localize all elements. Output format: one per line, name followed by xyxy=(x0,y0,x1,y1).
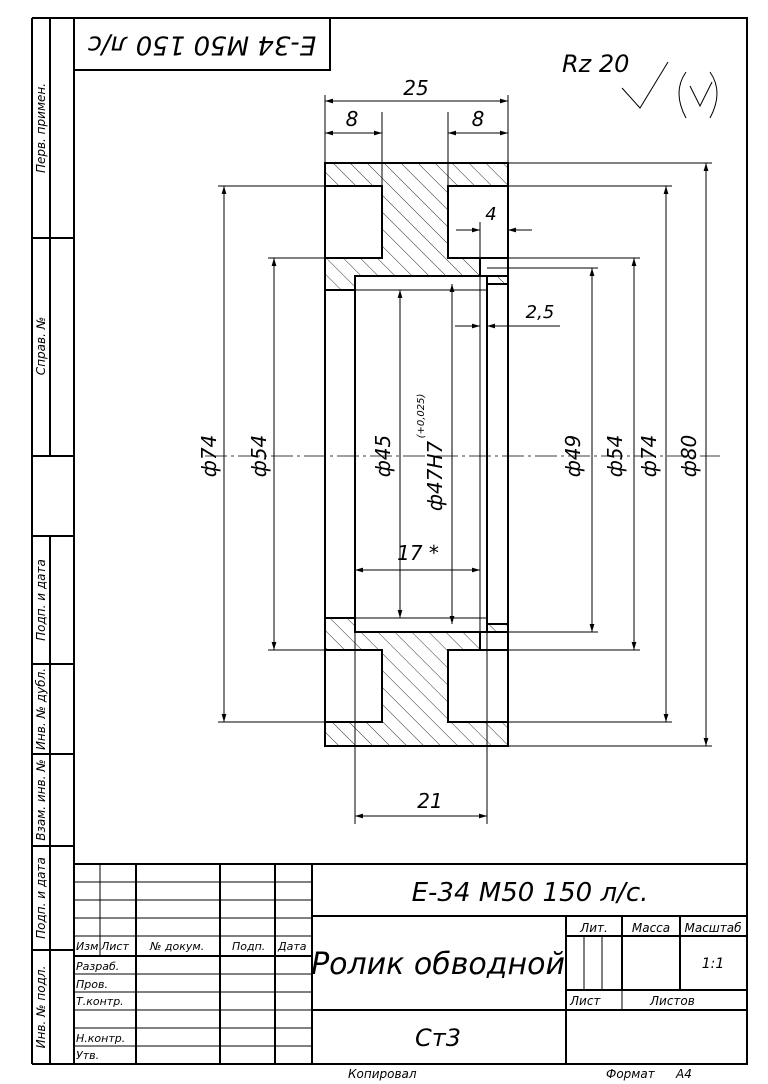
stamp-podp-data-1: Подп. и дата xyxy=(34,559,48,641)
top-stamp-text: Е-34 М50 150 л/с xyxy=(88,30,317,60)
roughness-mark: Rz 20 xyxy=(562,50,718,119)
dim-d45: ф45 xyxy=(371,435,395,478)
stamp-sprav-no: Справ. № xyxy=(34,317,48,375)
lbl-sheets: Листов xyxy=(649,994,695,1008)
paren-left-icon xyxy=(678,71,687,119)
dim-21: 21 xyxy=(417,789,442,813)
dim-4: 4 xyxy=(485,204,496,225)
dim-d54-left: ф54 xyxy=(247,435,271,478)
part-name: Ролик обводной xyxy=(311,947,565,982)
designation: Е-34 М50 150 л/с. xyxy=(412,878,649,908)
roughness-check-icon xyxy=(621,61,669,109)
lbl-lit: Лит. xyxy=(579,921,608,935)
stamp-vzam-inv: Взам. инв. № xyxy=(34,759,48,840)
top-stamp: Е-34 М50 150 л/с xyxy=(73,17,331,71)
dim-d80: ф80 xyxy=(677,435,701,478)
footer-format-label: Формат xyxy=(606,1067,656,1081)
material: Ст3 xyxy=(415,1024,461,1052)
lbl-masshtab: Масштаб xyxy=(684,921,742,935)
side-stamp-column: Перв. примен. Справ. № Подп. и дата Инв.… xyxy=(31,17,74,1065)
drawing-frame xyxy=(73,17,748,1065)
dim-25: 25 xyxy=(403,76,428,100)
section-hatch-top xyxy=(324,162,509,291)
dim-d74-right: ф74 xyxy=(637,435,661,478)
section-hatch-bottom xyxy=(324,617,509,747)
dim-d74-left: ф74 xyxy=(197,435,221,478)
dim-17: 17 * xyxy=(397,541,439,565)
role-razrab: Разраб. xyxy=(76,960,119,973)
dim-8-right: 8 xyxy=(472,107,485,131)
role-utv: Утв. xyxy=(76,1049,99,1062)
stamp-inv-dubl: Инв. № дубл. xyxy=(34,668,48,750)
dim-8-left: 8 xyxy=(346,107,359,131)
stamp-inv-podl: Инв. № подл. xyxy=(34,966,48,1049)
hdr-doc-no: № докум. xyxy=(149,940,204,953)
hdr-list: Лист xyxy=(100,940,129,953)
dim-d47-tolerance: (+0,025) xyxy=(416,394,427,439)
role-prov: Пров. xyxy=(76,978,108,991)
paren-right-icon xyxy=(709,71,718,119)
dim-d49: ф49 xyxy=(561,435,585,478)
lbl-sheet: Лист xyxy=(569,994,601,1008)
role-nkontr: Н.контр. xyxy=(76,1032,125,1045)
footer-copied: Копировал xyxy=(348,1067,417,1081)
footer-format-value: А4 xyxy=(675,1067,692,1081)
title-block: Изм Лист № докум. Подп. Дата Разраб. Про… xyxy=(74,863,747,1064)
scale-value: 1:1 xyxy=(702,956,725,972)
roughness-check-small-icon xyxy=(689,81,713,108)
dimensions: 25 8 8 4 2,5 ф74 ф54 xyxy=(197,76,712,824)
roughness-value: Rz 20 xyxy=(562,50,629,78)
hdr-izm: Изм xyxy=(76,940,98,953)
role-tkontr: Т.контр. xyxy=(76,995,124,1008)
part-section xyxy=(205,162,720,747)
hdr-data: Дата xyxy=(277,940,307,953)
stamp-perv-primen: Перв. примен. xyxy=(34,83,48,173)
stamp-podp-data-2: Подп. и дата xyxy=(34,857,48,939)
dim-2-5: 2,5 xyxy=(526,302,555,323)
lbl-massa: Масса xyxy=(632,921,670,935)
dim-d54-right: ф54 xyxy=(603,435,627,478)
hdr-podp: Подп. xyxy=(232,940,265,953)
dim-d47: ф47H7 xyxy=(423,441,447,512)
